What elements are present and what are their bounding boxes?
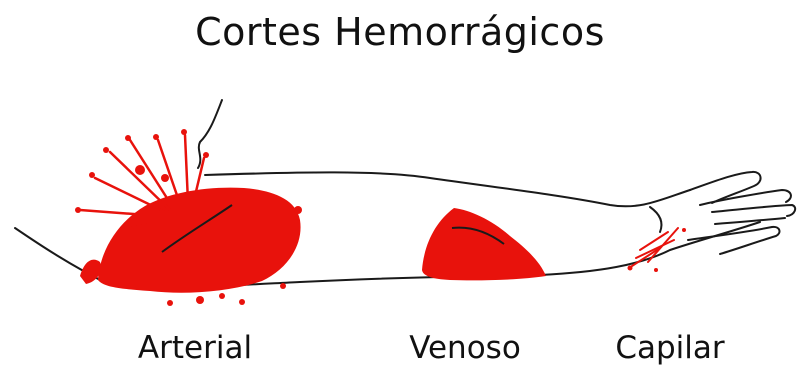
capillary-wound <box>628 228 687 272</box>
label-capilar: Capilar <box>585 330 755 366</box>
venous-wound <box>422 208 546 280</box>
label-venoso: Venoso <box>380 330 550 366</box>
arterial-wound <box>80 188 302 306</box>
label-arterial: Arterial <box>110 330 280 366</box>
